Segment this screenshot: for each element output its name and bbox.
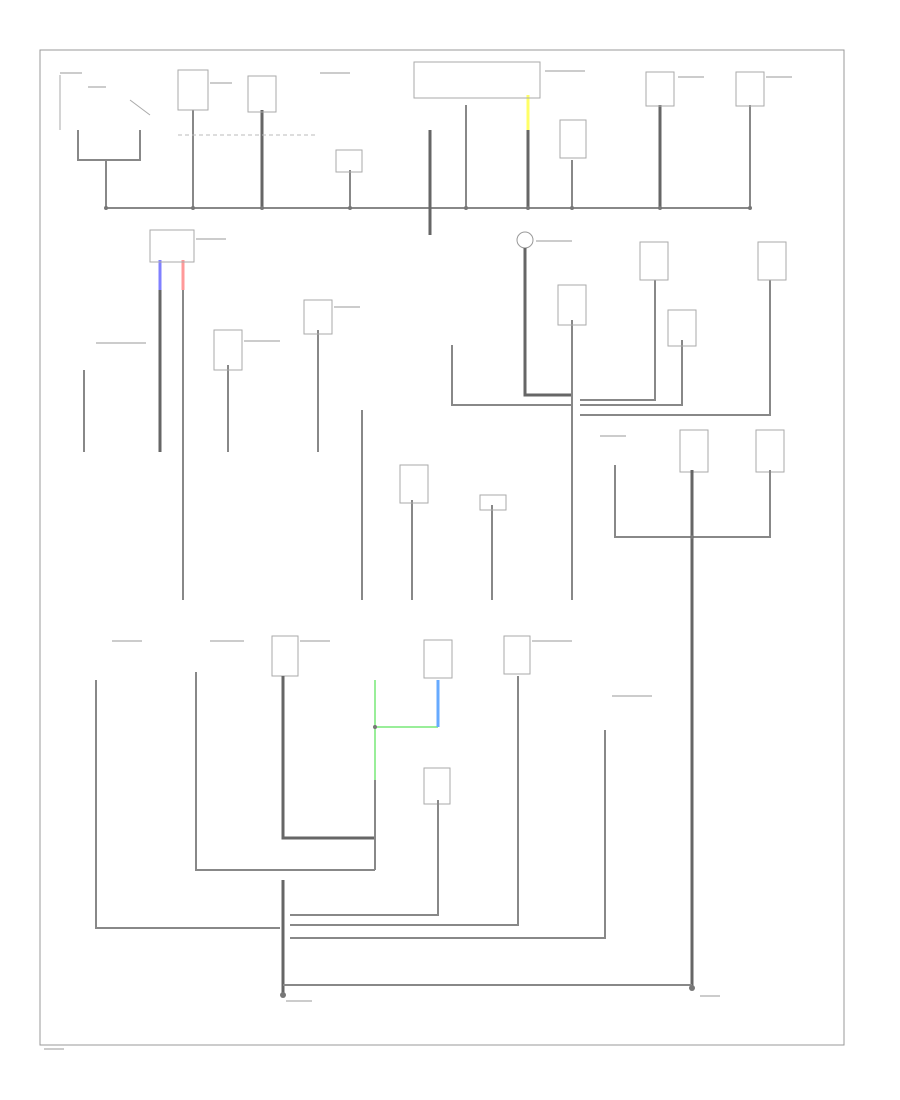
diagram-labels [44,70,792,1050]
right-lamp-group [614,429,785,988]
middle-left-wiring [83,229,363,600]
diagram-border [39,49,845,1046]
bottom-wiring [95,635,695,998]
middle-right-wiring [399,231,787,600]
top-ground-bus [77,95,752,235]
top-components [59,61,765,173]
